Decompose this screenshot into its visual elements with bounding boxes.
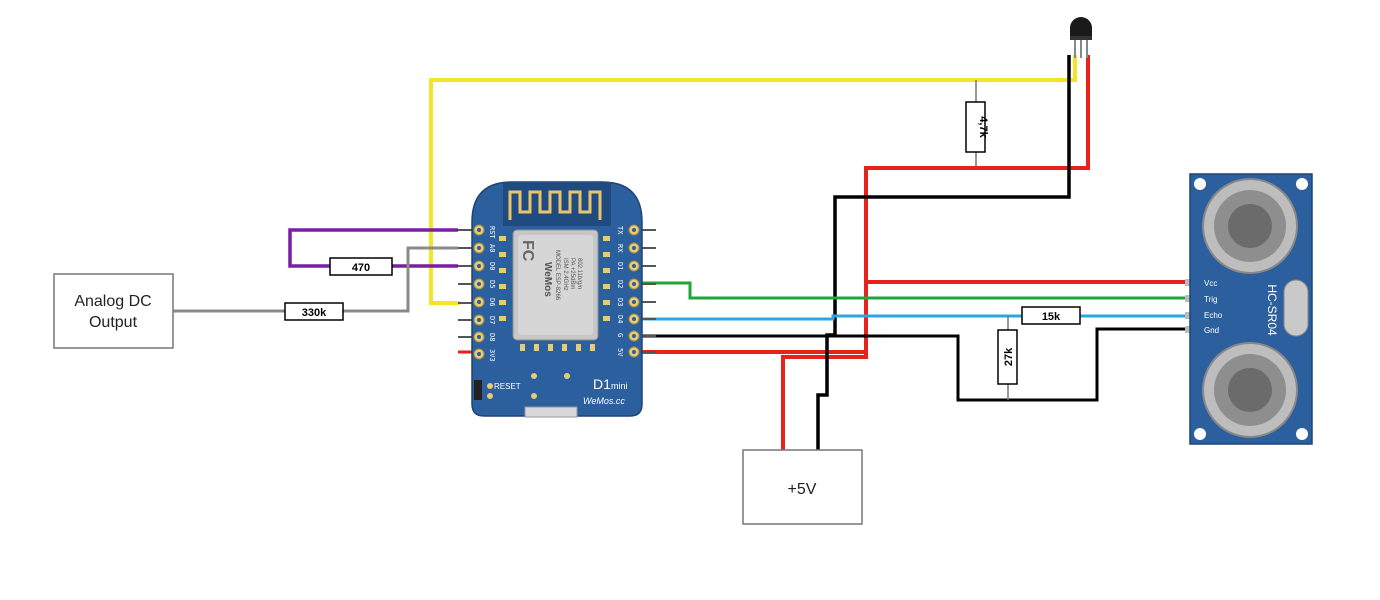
pin-label-d8: D8 bbox=[488, 333, 496, 341]
usb-connector bbox=[524, 406, 578, 418]
sensor-pin-vcc: Vcc bbox=[1204, 279, 1217, 288]
green-wire bbox=[634, 281, 1185, 300]
resistor-470-label: 470 bbox=[352, 262, 370, 274]
resistor-470: 470 bbox=[329, 257, 393, 276]
pin-label-rx: RX bbox=[616, 244, 624, 253]
hc-sr04-sensor: Vcc Trig Echo Gnd HC-SR04 bbox=[1185, 173, 1313, 445]
sensor-title: HC-SR04 bbox=[1265, 284, 1279, 336]
pin-label-d6: D6 bbox=[488, 298, 496, 306]
pin-label-d0: D0 bbox=[488, 262, 496, 270]
resistor-4-7k-label: 4,7k bbox=[977, 116, 989, 138]
pin-label-d7: D7 bbox=[488, 316, 496, 324]
analog-dc-source: Analog DC Output bbox=[53, 273, 174, 349]
power-supply: +5V bbox=[742, 449, 863, 525]
sensor-pin-gnd: Gnd bbox=[1204, 326, 1219, 335]
black-wire-temp bbox=[816, 55, 1071, 450]
black-wire-g bbox=[634, 327, 1185, 402]
pin-label-d2: D2 bbox=[616, 280, 624, 288]
wemos-d1-mini: WeMos MODEL ESP-8266 ISM 2.4GHz PA +25dB… bbox=[458, 181, 656, 418]
module-model: MODEL ESP-8266 bbox=[554, 250, 560, 301]
board-brand: WeMos.cc bbox=[583, 396, 625, 406]
pin-label-rst: RST bbox=[488, 226, 496, 239]
analog-source-label-2: Output bbox=[89, 314, 138, 331]
fcc-mark: FC bbox=[519, 240, 536, 262]
pin-label-d3: D3 bbox=[616, 298, 624, 306]
pin-label-d1: D1 bbox=[616, 262, 624, 270]
board-model-name: D1 bbox=[593, 376, 611, 392]
sensor-pin-echo: Echo bbox=[1204, 311, 1223, 320]
reset-label: RESET bbox=[494, 382, 521, 391]
resistor-4-7k: 4,7k bbox=[965, 101, 989, 153]
resistor-27k-label: 27k bbox=[1003, 347, 1015, 366]
analog-source-label-1: Analog DC bbox=[74, 293, 151, 310]
red-wire-main bbox=[634, 55, 1090, 354]
module-spec-1: ISM 2.4GHz bbox=[562, 258, 568, 291]
resistor-15k: 15k bbox=[1021, 306, 1081, 325]
yellow-wire bbox=[429, 55, 1077, 305]
resistor-27k: 27k bbox=[997, 329, 1018, 385]
red-wire-supply bbox=[781, 352, 868, 450]
module-brand: WeMos bbox=[542, 262, 553, 297]
board-model-suffix: mini bbox=[611, 381, 628, 391]
transducer-top bbox=[1202, 178, 1298, 274]
module-spec-2: PA +25dBm bbox=[569, 258, 575, 289]
pin-label-d4: D4 bbox=[616, 315, 624, 323]
pin-label-g: G bbox=[616, 333, 624, 337]
pin-label-5v: 5V bbox=[616, 348, 624, 357]
crystal bbox=[1283, 279, 1309, 337]
reset-button bbox=[474, 380, 482, 400]
resistor-330k: 330k bbox=[284, 302, 344, 321]
blue-wire bbox=[634, 314, 1022, 321]
temperature-sensor bbox=[1070, 17, 1092, 58]
pin-label-a0: A0 bbox=[488, 244, 496, 252]
sensor-pin-trig: Trig bbox=[1204, 295, 1217, 304]
resistor-330k-label: 330k bbox=[302, 307, 327, 319]
gray-wire-a0 bbox=[343, 246, 458, 313]
resistor-15k-label: 15k bbox=[1042, 311, 1061, 323]
pin-label-tx: TX bbox=[616, 226, 624, 235]
wires bbox=[173, 55, 1185, 450]
power-supply-label: +5V bbox=[788, 481, 817, 498]
pin-label-3v3: 3V3 bbox=[488, 349, 496, 362]
purple-wire-rst bbox=[288, 228, 458, 268]
transducer-bottom bbox=[1202, 342, 1298, 438]
module-spec-3: 802.11b/g/n bbox=[576, 258, 582, 289]
pin-label-d5: D5 bbox=[488, 280, 496, 288]
